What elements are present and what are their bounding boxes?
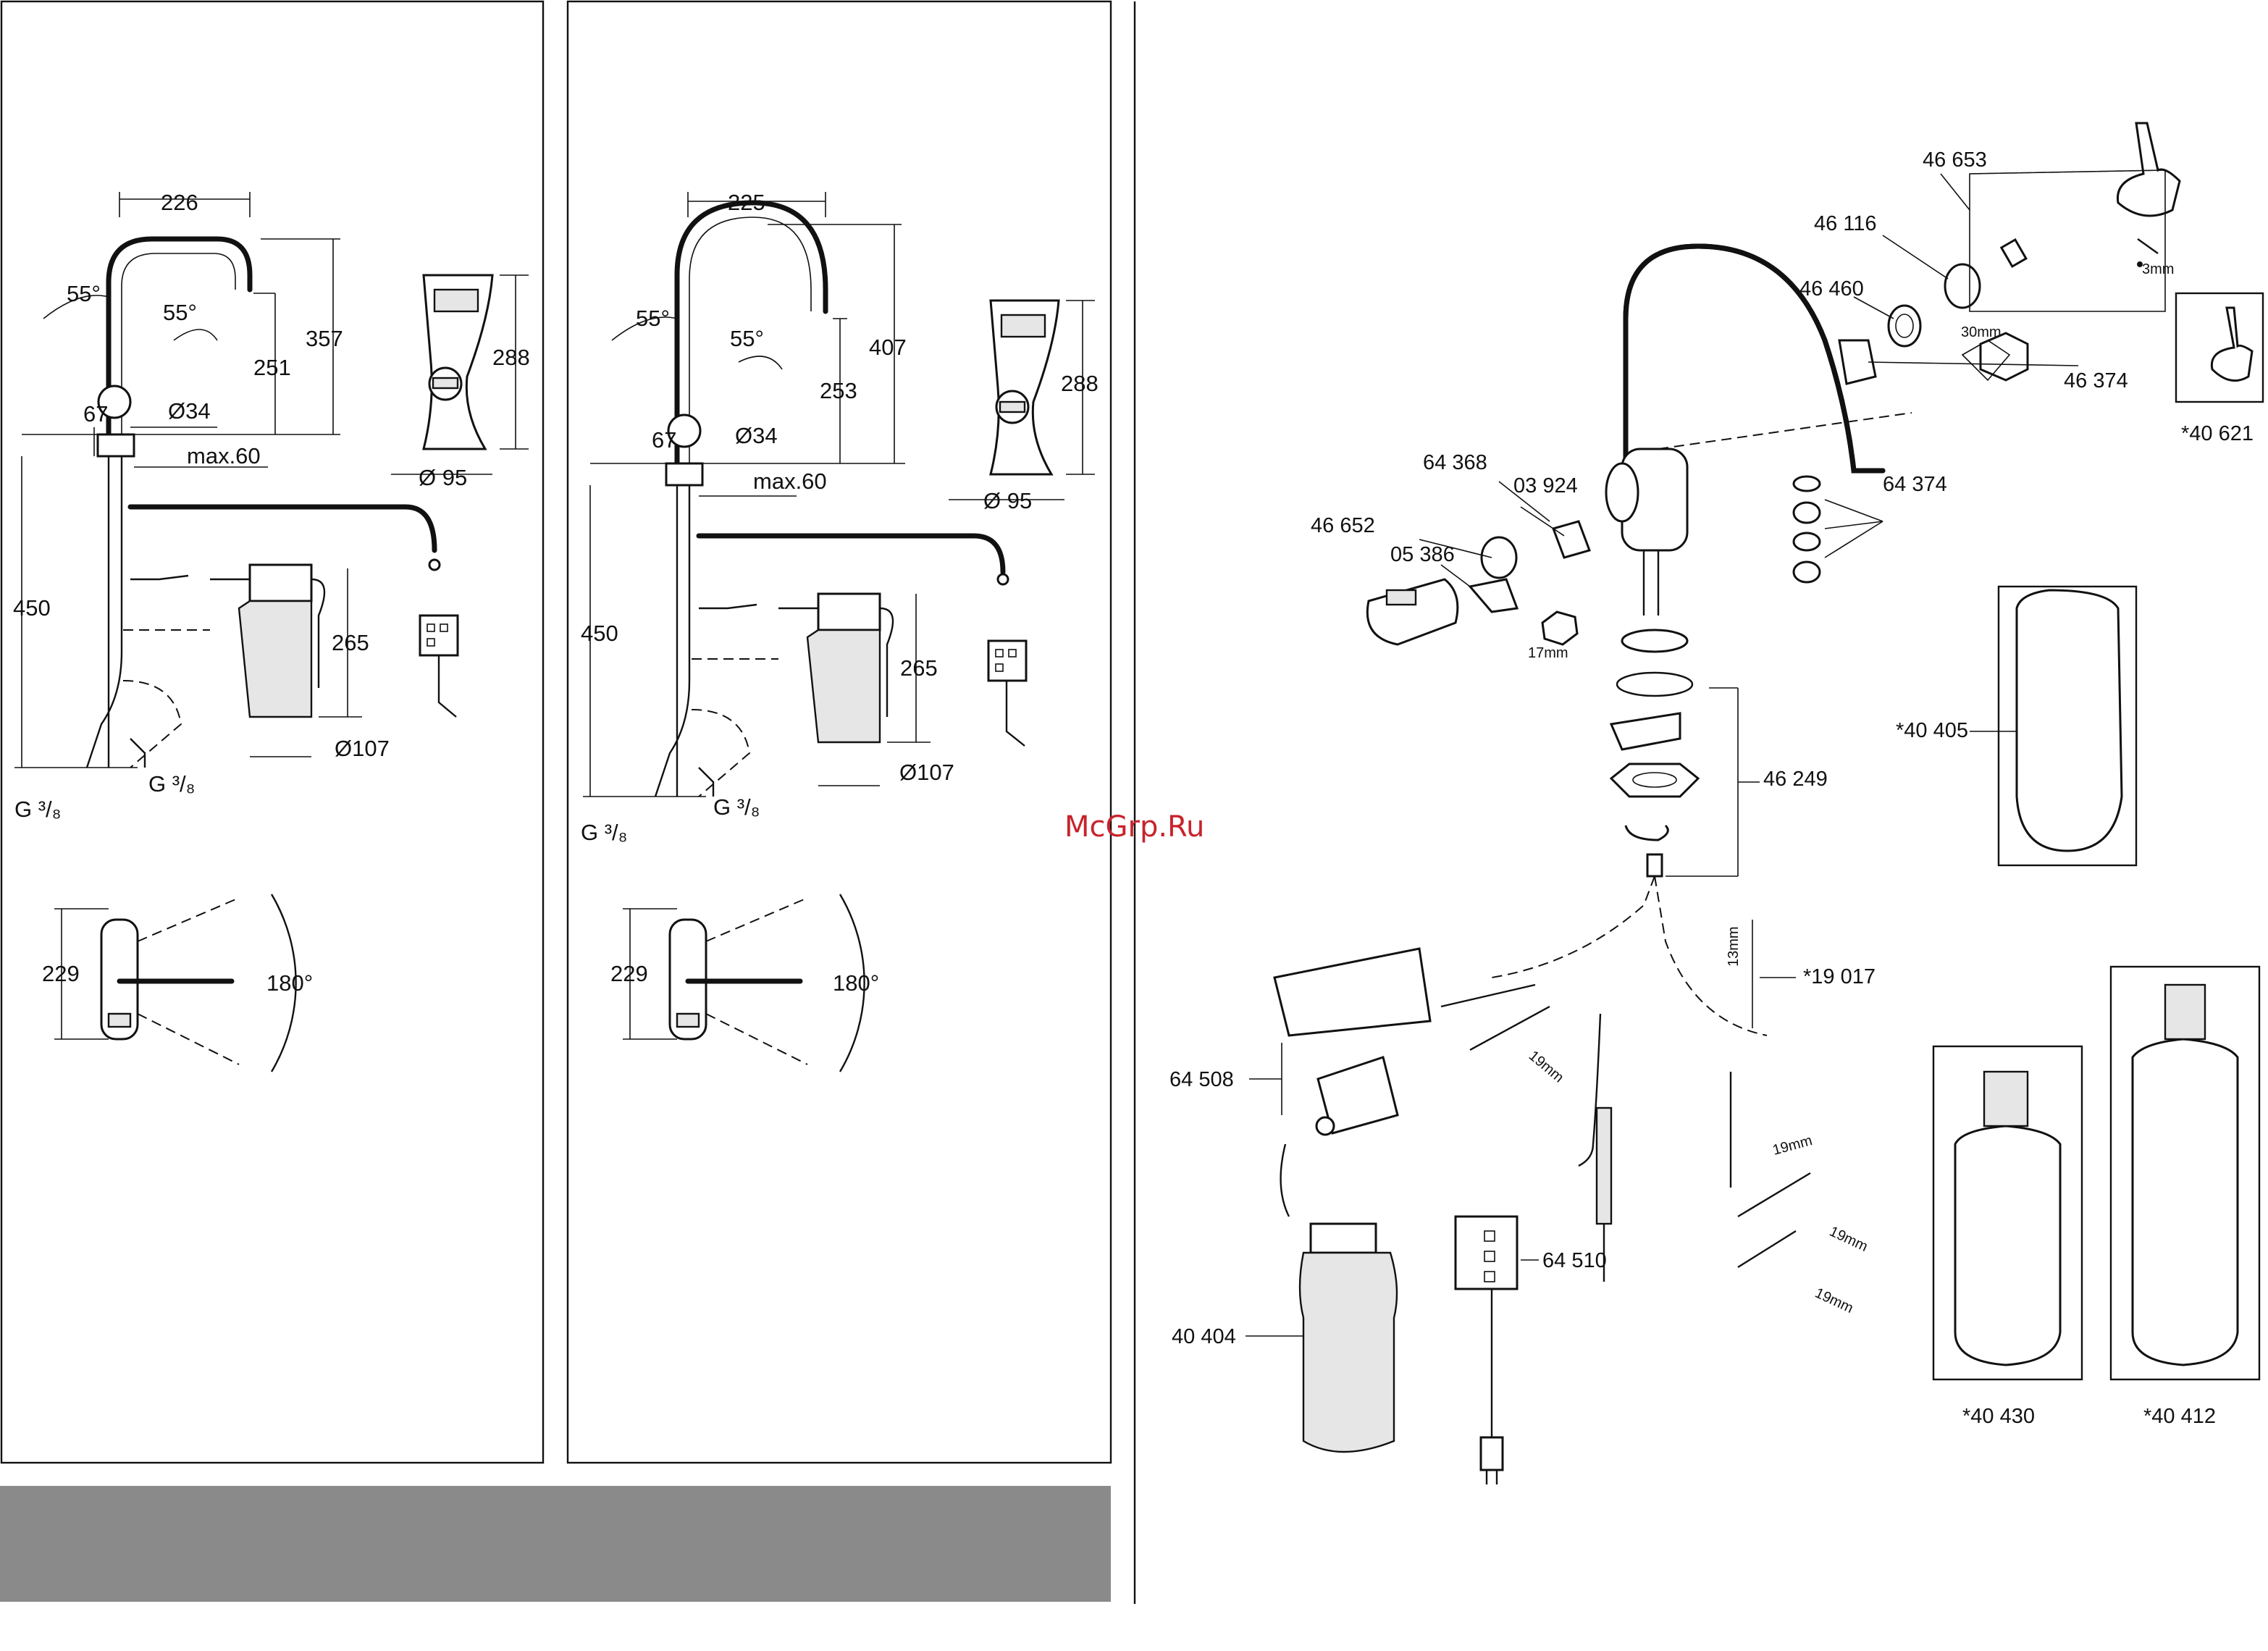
tool-3mm: 3mm [2142,261,2174,277]
dim-angle-a: 55° [67,281,101,306]
dim-total-height: 407 [869,335,907,360]
left-panel-frame [0,0,545,1464]
dim-rotation: 180° [266,970,313,996]
dim-handle-diameter: Ø 95 [419,465,467,490]
middle-handle-detail [989,299,1060,476]
part-46374: 46 374 [2064,369,2128,392]
exploded-control-box [1454,1215,1519,1484]
middle-filter-unit [778,592,894,744]
middle-dimension-labels: 225 55° 55° 253 407 67 Ø34 max.60 450 G … [581,190,1099,996]
dim-angle-b: 55° [163,300,197,325]
dim-diameter: Ø34 [168,398,211,424]
dim-top-view-height: 229 [610,961,648,986]
watermark: McGrp.Ru [1064,810,1204,844]
dim-filter-height: 265 [332,630,369,655]
dim-angle-a: 55° [636,306,670,331]
middle-panel-frame [566,0,1112,1464]
exploded-mounting-kit [1491,629,1768,1036]
dim-top-view-height: 229 [42,961,80,986]
part-40404: 40 404 [1172,1325,1236,1348]
dim-spout-height: 253 [820,378,857,403]
tool-30mm: 30mm [1961,324,2002,340]
dim-handle-height: 288 [1061,371,1099,396]
dim-offset: 67 [652,427,676,453]
dim-thread-left: G ³/₈ [14,797,62,822]
exploded-handle-parts [1838,122,2181,385]
part-46116: 46 116 [1814,212,1877,235]
dim-offset: 67 [83,401,108,427]
part-05386: 05 386 [1390,543,1455,566]
middle-faucet-side-view [654,200,1028,797]
left-dimension-labels: 226 55° 55° 251 357 67 Ø34 max.60 450 G … [13,190,530,996]
tool-19mm-b: 19mm [1771,1133,1814,1159]
tool-19mm-a: 19mm [1526,1048,1567,1086]
dim-filter-height: 265 [900,655,938,681]
dim-diameter: Ø34 [735,423,778,448]
part-64368: 64 368 [1423,451,1487,474]
part-46653: 46 653 [1923,148,1987,172]
grey-footer-band [0,1486,1111,1602]
dim-angle-b: 55° [730,326,764,351]
tool-17mm: 17mm [1528,645,1568,661]
exploded-handle-alt-box [2175,292,2264,403]
dim-width: 226 [161,190,198,215]
dim-max: max.60 [187,443,261,469]
exploded-leader-lines [1246,173,2079,1337]
dim-thread-left: G ³/₈ [581,820,628,845]
part-40412: *40 412 [2143,1405,2216,1428]
dim-filter-diameter: Ø107 [899,760,954,785]
left-dimensions [14,192,529,1040]
dim-thread-right: G ³/₈ [148,771,196,797]
part-40430: *40 430 [1962,1405,2035,1428]
dim-thread-right: G ³/₈ [713,794,760,820]
part-40405: *40 405 [1896,719,1968,742]
dim-hose-height: 450 [13,595,51,621]
tool-13mm: 13mm [1726,926,1742,967]
exploded-spare-cartridges [1932,585,2261,1381]
part-40621: *40 621 [2181,422,2254,445]
exploded-faucet-body [1605,243,1912,616]
dim-handle-height: 288 [492,345,530,370]
dim-filter-diameter: Ø107 [335,736,390,761]
tool-19mm-d: 19mm [1813,1285,1856,1316]
tool-19mm-c: 19mm [1827,1224,1870,1255]
part-46249: 46 249 [1763,768,1828,791]
left-top-view [100,894,297,1072]
dim-total-height: 357 [306,326,343,351]
exploded-spray-head [1366,520,1591,646]
part-03924: 03 924 [1513,474,1578,497]
part-64508: 64 508 [1169,1068,1234,1091]
part-64510: 64 510 [1542,1249,1607,1272]
exploded-hoses [1440,983,1811,1282]
exploded-filter-assembly [1273,947,1432,1453]
dim-max: max.60 [753,469,827,494]
dim-rotation: 180° [833,970,879,996]
left-handle-detail [422,274,494,450]
exploded-aerator-parts [1792,475,1883,584]
middle-dimensions [583,192,1095,1040]
left-filter-unit [210,563,326,718]
dim-hose-height: 450 [581,621,618,646]
middle-top-view [668,894,865,1072]
part-19017: *19 017 [1803,965,1876,988]
dim-spout-height: 251 [253,355,291,380]
dim-width: 225 [728,190,765,215]
part-64374: 64 374 [1883,473,1947,496]
dim-handle-diameter: Ø 95 [983,488,1032,513]
exploded-part-labels: 46 653 46 116 46 460 46 374 *40 621 64 3… [1169,148,2254,1428]
part-46652: 46 652 [1311,514,1375,537]
part-46460: 46 460 [1799,277,1864,301]
